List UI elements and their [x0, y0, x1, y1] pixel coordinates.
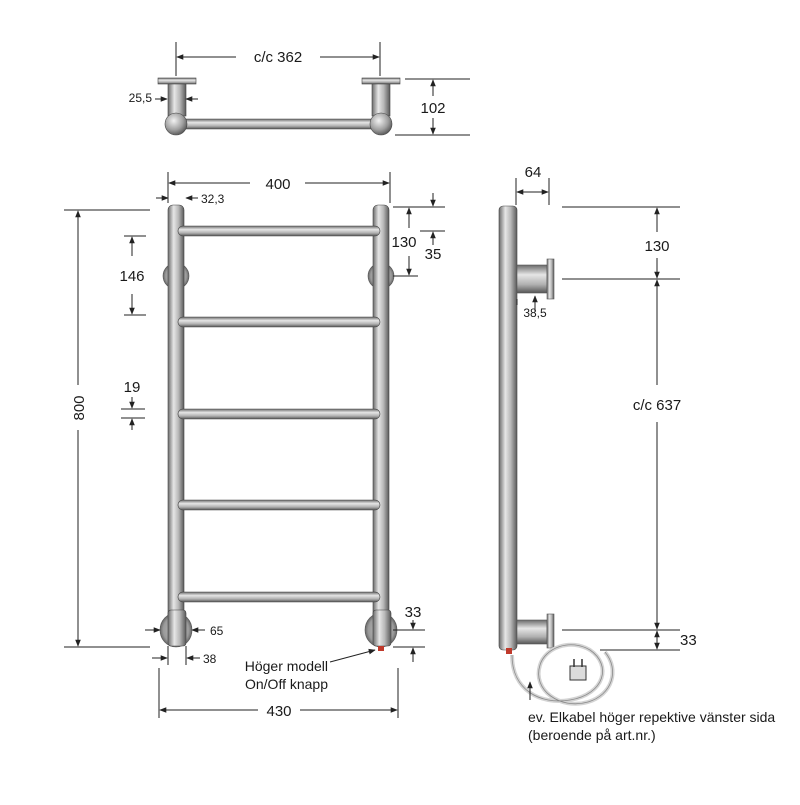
on-off-button-indicator	[378, 646, 384, 651]
side-view: 64 38,5 130 c/c 637 33	[498, 164, 775, 743]
towel-bar-5	[177, 591, 381, 603]
top-view: c/c 362 25,5 102	[129, 42, 470, 136]
total-width-label: 430	[266, 703, 291, 720]
wall-plate-right	[361, 77, 401, 85]
cable-note-line1: ev. Elkabel höger repektive vänster sida	[528, 709, 775, 725]
top-to-bar-label: 130	[391, 234, 416, 251]
lower-wall-plate	[546, 613, 555, 649]
plug-icon	[569, 665, 587, 681]
button-note-line2: On/Off knapp	[245, 676, 328, 692]
foot-left	[167, 609, 187, 647]
power-cable-outline	[511, 644, 613, 705]
foot-right	[372, 609, 392, 647]
towel-bar-3	[177, 408, 381, 420]
top-bar	[177, 118, 383, 130]
front-bottom-gap-label: 33	[405, 604, 422, 621]
towel-bar-4	[177, 499, 381, 511]
front-height-label: 800	[71, 395, 88, 420]
cable-note-line2: (beroende på art.nr.)	[528, 727, 656, 743]
side-tube	[498, 205, 518, 651]
bar-spacing-label: 146	[119, 268, 144, 285]
front-view: 400 32,3 800 146 19	[64, 172, 445, 720]
front-width-label: 400	[265, 176, 290, 193]
power-cable	[510, 642, 615, 706]
lower-bracket	[516, 619, 548, 645]
towel-bar-2	[177, 316, 381, 328]
bar-offset-label: 35	[425, 246, 442, 263]
top-cc-width-label: c/c 362	[254, 49, 302, 66]
side-cc-height-label: c/c 637	[633, 397, 681, 414]
end-cap-left	[164, 112, 188, 136]
side-depth-label: 64	[525, 164, 542, 181]
side-bottom-gap-label: 33	[680, 632, 697, 649]
bracket-stem-right	[371, 83, 391, 117]
foot-width-label: 65	[210, 624, 224, 638]
button-note-line1: Höger modell	[245, 658, 328, 674]
top-depth-label: 102	[420, 100, 445, 117]
end-cap-right	[369, 112, 393, 136]
upper-wall-plate	[546, 258, 555, 300]
mount-diameter-label: 38,5	[523, 306, 547, 320]
side-top-to-mount-label: 130	[644, 238, 669, 255]
upper-bracket	[516, 264, 548, 294]
tube-offset-label: 32,3	[201, 192, 225, 206]
side-button-indicator	[506, 648, 512, 654]
towel-bar-1	[177, 225, 381, 237]
bar-diameter-label: 19	[124, 379, 141, 396]
wall-plate-left	[157, 77, 197, 85]
foot-small-label: 38	[203, 652, 217, 666]
bracket-stem-left	[167, 83, 187, 117]
leader-line	[329, 648, 376, 663]
bracket-depth-label: 25,5	[129, 91, 153, 105]
